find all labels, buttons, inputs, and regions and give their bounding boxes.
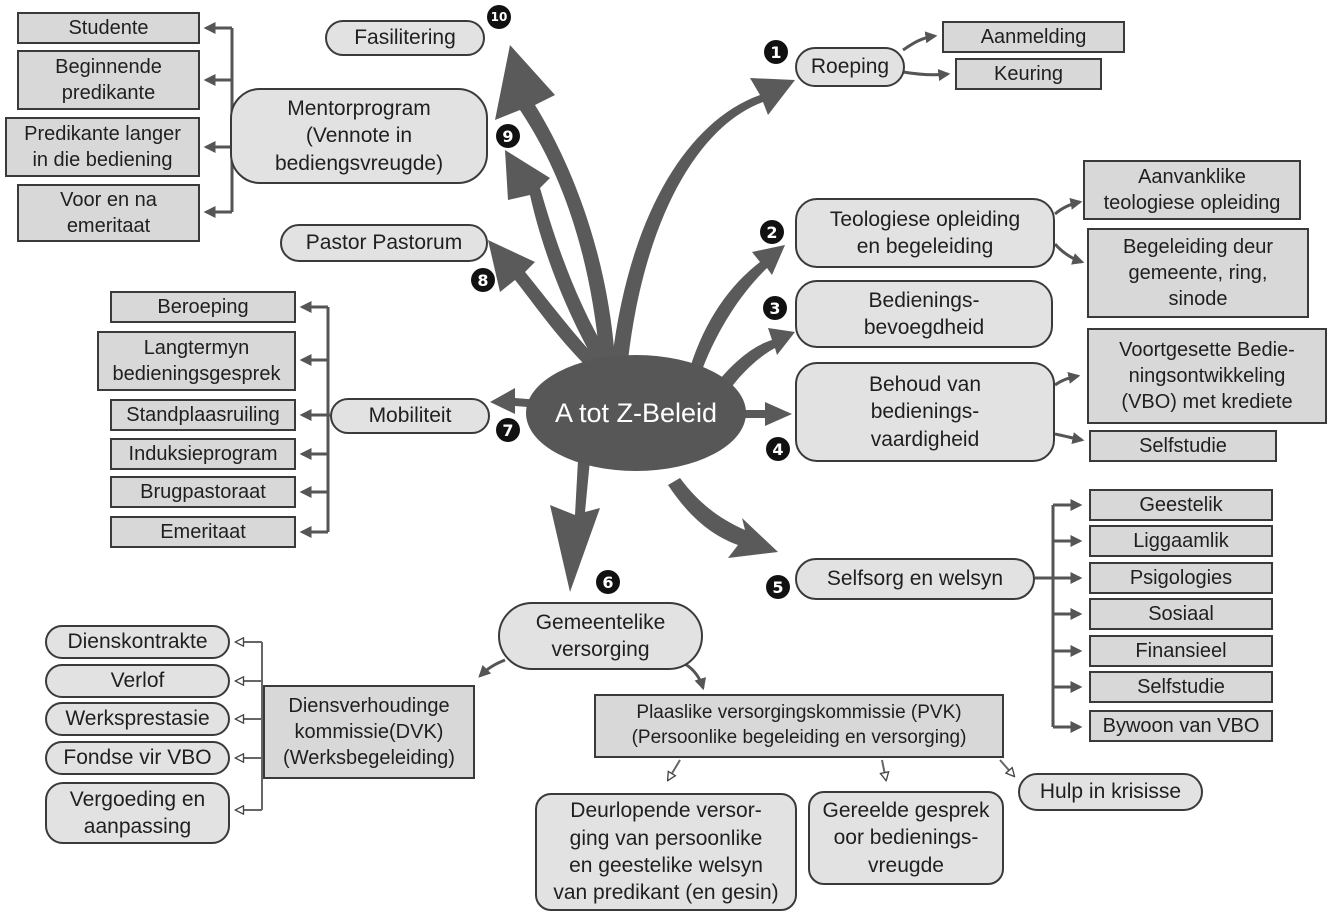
badge-6: 6	[596, 570, 620, 594]
badge-3: 3	[763, 296, 787, 320]
arrow-to-fasilitering	[495, 45, 615, 360]
badge-9: 9	[496, 124, 520, 148]
topic-selfsorg-welsyn: Selfsorg en welsyn	[795, 558, 1035, 600]
badge-8: 8	[471, 268, 495, 292]
item-vergoeding-aanpassing: Vergoeding en aanpassing	[45, 782, 230, 844]
item-bywoon-vbo: Bywoon van VBO	[1089, 710, 1273, 742]
pvk-box: Plaaslike versorgingskommissie (PVK) (Pe…	[594, 694, 1004, 758]
topic-gemeentelike-versorging: Gemeentelike versorging	[498, 602, 703, 670]
item-beginnende-predikante: Beginnende predikante	[17, 50, 200, 110]
item-gereelde-gesprek: Gereelde gesprek oor bedienings- vreugde	[808, 791, 1004, 885]
topic-mentorprogram: Mentorprogram (Vennote in bediengsvreugd…	[230, 88, 488, 184]
item-selfstudie-selfsorg: Selfstudie	[1089, 671, 1273, 703]
arrow-to-gemeentelike	[550, 460, 600, 592]
item-brugpastoraat: Brugpastoraat	[110, 476, 296, 508]
arrow-to-mobiliteit	[490, 388, 540, 414]
arrow-to-bevoegdheid	[715, 328, 795, 393]
topic-pastor-pastorum: Pastor Pastorum	[280, 224, 488, 262]
badge-1: 1	[764, 40, 788, 64]
item-geestelik: Geestelik	[1089, 489, 1273, 521]
badge-2: 2	[760, 220, 784, 244]
item-fondse-vir-vbo: Fondse vir VBO	[45, 741, 230, 775]
item-keuring: Keuring	[955, 58, 1102, 90]
item-aanmelding: Aanmelding	[942, 21, 1125, 53]
topic-mobiliteit: Mobiliteit	[330, 398, 490, 434]
item-beroeping: Beroeping	[110, 291, 296, 323]
arrow-to-behoud	[745, 402, 792, 426]
topic-behoud-bedieningsvaardigheid: Behoud van bedienings- vaardigheid	[795, 362, 1055, 462]
item-finansieel: Finansieel	[1089, 635, 1273, 667]
item-predikante-langer: Predikante langer in die bediening	[5, 117, 200, 177]
item-aanvanklike-opleiding: Aanvanklike teologiese opleiding	[1083, 160, 1301, 220]
arrow-to-opleiding	[690, 245, 785, 370]
item-liggaamlik: Liggaamlik	[1089, 525, 1273, 557]
hub-shape	[526, 355, 746, 471]
item-werksprestasie: Werksprestasie	[45, 702, 230, 736]
badge-10: 10	[487, 5, 511, 29]
item-langtermyn-gesprek: Langtermyn bedieningsgesprek	[97, 331, 296, 391]
item-selfstudie-behoud: Selfstudie	[1089, 430, 1277, 462]
item-psigologies: Psigologies	[1089, 562, 1273, 594]
arrow-to-mentorprogram	[505, 150, 610, 362]
hub-label: A tot Z-Beleid	[554, 397, 718, 428]
arrow-to-roeping	[612, 78, 795, 360]
item-hulp-in-krisisse: Hulp in krisisse	[1018, 773, 1203, 811]
badge-5: 5	[766, 575, 790, 599]
item-emeritaat: Emeritaat	[110, 516, 296, 548]
badge-4: 4	[766, 437, 790, 461]
item-deurlopende-versorging: Deurlopende versor- ging van persoonlike…	[535, 793, 797, 911]
item-sosiaal: Sosiaal	[1089, 598, 1273, 630]
item-vbo-krediete: Voortgesette Bedie- ningsontwikkeling (V…	[1087, 328, 1327, 424]
badge-7: 7	[496, 418, 520, 442]
item-studente: Studente	[17, 12, 200, 44]
arrow-to-selfsorg	[668, 478, 778, 558]
dvk-box: Diensverhoudinge kommissie(DVK) (Werksbe…	[263, 685, 475, 779]
topic-fasilitering: Fasilitering	[325, 20, 485, 56]
item-dienskontrakte: Dienskontrakte	[45, 625, 230, 659]
item-standplaasruiling: Standplaasruiling	[110, 399, 296, 431]
item-verlof: Verlof	[45, 664, 230, 698]
item-begeleiding-deur-gemeente: Begeleiding deur gemeente, ring, sinode	[1087, 228, 1309, 318]
arrow-to-pastor-pastorum	[488, 240, 600, 368]
topic-bedieningsbevoegdheid: Bedienings- bevoegdheid	[795, 280, 1053, 348]
topic-teologiese-opleiding: Teologiese opleiding en begeleiding	[795, 198, 1055, 268]
item-induksieprogram: Induksieprogram	[110, 438, 296, 470]
item-voor-en-na-emeritaat: Voor en na emeritaat	[17, 184, 200, 242]
topic-roeping: Roeping	[795, 47, 905, 87]
